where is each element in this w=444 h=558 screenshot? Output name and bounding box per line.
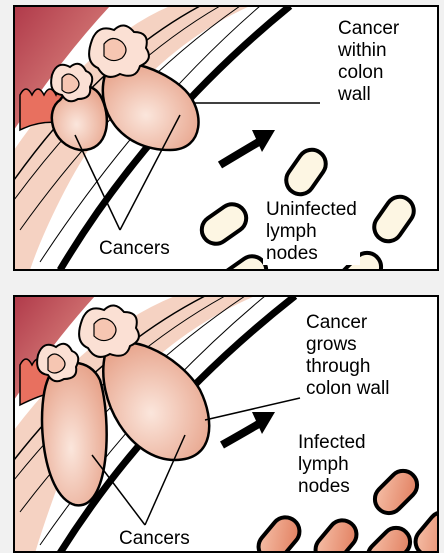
label-cancer-grows-through-colon-wall: Cancer grows through colon wall <box>306 312 389 400</box>
label-uninfected-lymph-nodes: Uninfected lymph nodes <box>263 199 360 265</box>
label-cancer-within-colon-wall: Cancer within colon wall <box>338 18 399 106</box>
label-cancers-top: Cancers <box>96 238 173 260</box>
label-infected-lymph-nodes: Infected lymph nodes <box>298 432 366 498</box>
label-cancers-bottom: Cancers <box>116 528 193 550</box>
